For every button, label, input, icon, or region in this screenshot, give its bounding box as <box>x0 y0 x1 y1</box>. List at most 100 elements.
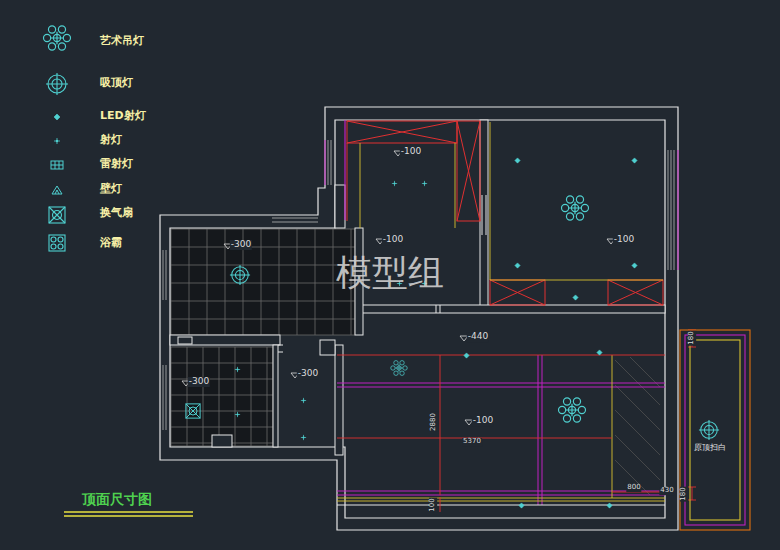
window-frame <box>325 140 678 270</box>
ceiling-frame <box>457 121 480 221</box>
legend-symbol <box>49 235 65 251</box>
balcony-outline <box>680 330 750 530</box>
balcony-outline <box>685 335 745 525</box>
dimension-label: -300 <box>188 377 210 387</box>
title-underline <box>64 512 193 516</box>
floor-tiles <box>171 347 273 446</box>
light-fixture <box>392 181 397 186</box>
ceiling-frame <box>347 143 348 221</box>
ceiling-frame <box>347 121 457 143</box>
light-fixture <box>632 158 637 163</box>
dimension-label: -300 <box>230 240 252 250</box>
title-underline <box>64 515 193 517</box>
light-fixture <box>559 398 586 422</box>
legend-symbol <box>54 114 60 120</box>
dimension-label: -100 <box>382 235 404 245</box>
dimension-line <box>337 355 665 356</box>
window-frame <box>325 140 326 185</box>
window <box>163 365 166 430</box>
light-fixture <box>464 353 469 358</box>
window <box>328 140 331 185</box>
light-fixture <box>301 398 306 403</box>
door <box>482 195 486 235</box>
dimension-label: -100 <box>472 416 494 426</box>
dimension-line <box>688 330 696 347</box>
interior-wall <box>320 340 335 355</box>
hatch-area <box>615 357 660 495</box>
light-fixture <box>573 295 578 300</box>
legend-symbol <box>44 26 71 251</box>
ceiling-frame <box>337 383 665 387</box>
level-marker <box>182 151 615 425</box>
legend-symbol <box>46 73 68 95</box>
light-fixture <box>607 503 612 508</box>
light-fixture <box>235 412 240 417</box>
wall-line <box>337 505 665 506</box>
light-fixture <box>562 196 589 220</box>
ceiling-frame <box>608 280 663 305</box>
window-frame <box>678 150 679 270</box>
legend-text: 吸顶灯 <box>100 77 133 89</box>
dimension-label: 100 <box>429 497 437 512</box>
legend-symbol <box>51 161 63 169</box>
ceiling-frame <box>490 280 545 305</box>
legend-text: 艺术吊灯 <box>100 35 144 47</box>
ceiling-frame <box>337 498 665 501</box>
dimension-label: 180 <box>688 330 696 345</box>
light-fixture <box>597 350 602 355</box>
interior-wall <box>480 120 488 310</box>
light-fixture <box>519 503 524 508</box>
floor-tiles <box>171 229 355 335</box>
legend-symbol <box>44 26 71 50</box>
window <box>272 218 318 222</box>
floor-tiles <box>171 347 273 446</box>
legend-text: LED射灯 <box>100 110 146 122</box>
legend-symbol <box>52 186 62 194</box>
ceiling-frame <box>457 121 480 221</box>
legend-text: 雷射灯 <box>100 158 133 170</box>
interior-wall <box>335 185 345 228</box>
legend-text: 浴霸 <box>100 237 122 249</box>
door <box>436 305 440 313</box>
ceiling-frame <box>490 280 545 305</box>
drawing-title: 顶面尺寸图 <box>82 492 152 507</box>
ceiling-frame <box>360 143 455 228</box>
light-fixture <box>186 158 719 508</box>
dimension-line <box>440 497 441 512</box>
ceiling-frame <box>344 120 345 220</box>
legend-text: 换气扇 <box>100 207 133 219</box>
floor-tiles <box>171 229 355 446</box>
window <box>668 150 674 270</box>
balcony-outline <box>690 340 740 520</box>
dimension-line <box>688 487 696 500</box>
dimension-line <box>337 330 696 512</box>
ceiling-frame <box>608 280 663 305</box>
light-fixture <box>186 404 200 418</box>
interior-wall <box>273 345 278 447</box>
interior-wall <box>360 305 665 313</box>
window <box>163 250 166 300</box>
legend-text: 射灯 <box>100 134 122 146</box>
interior-wall <box>170 120 665 455</box>
light-fixture <box>391 361 408 376</box>
ceiling-frame <box>337 491 665 495</box>
legend-symbol <box>54 138 60 144</box>
ceiling-frame <box>337 355 665 505</box>
ceiling-frame <box>337 355 665 501</box>
light-fixture <box>515 158 520 163</box>
watermark: 模型组 <box>336 253 444 293</box>
legend-symbol <box>49 207 65 223</box>
dimension-label: -100 <box>400 147 422 157</box>
ceiling-frame <box>490 122 663 280</box>
dimension-label: 原顶扫白 <box>693 444 727 453</box>
light-fixture <box>301 435 306 440</box>
ceiling-frame <box>344 120 345 220</box>
balcony-outline <box>680 330 750 530</box>
interior-wall <box>170 335 280 345</box>
dimension-line <box>440 355 441 495</box>
light-fixture <box>230 265 250 285</box>
hatch-area <box>615 357 660 495</box>
dimension-label: -440 <box>467 332 489 342</box>
dimension-label: -300 <box>297 369 319 379</box>
